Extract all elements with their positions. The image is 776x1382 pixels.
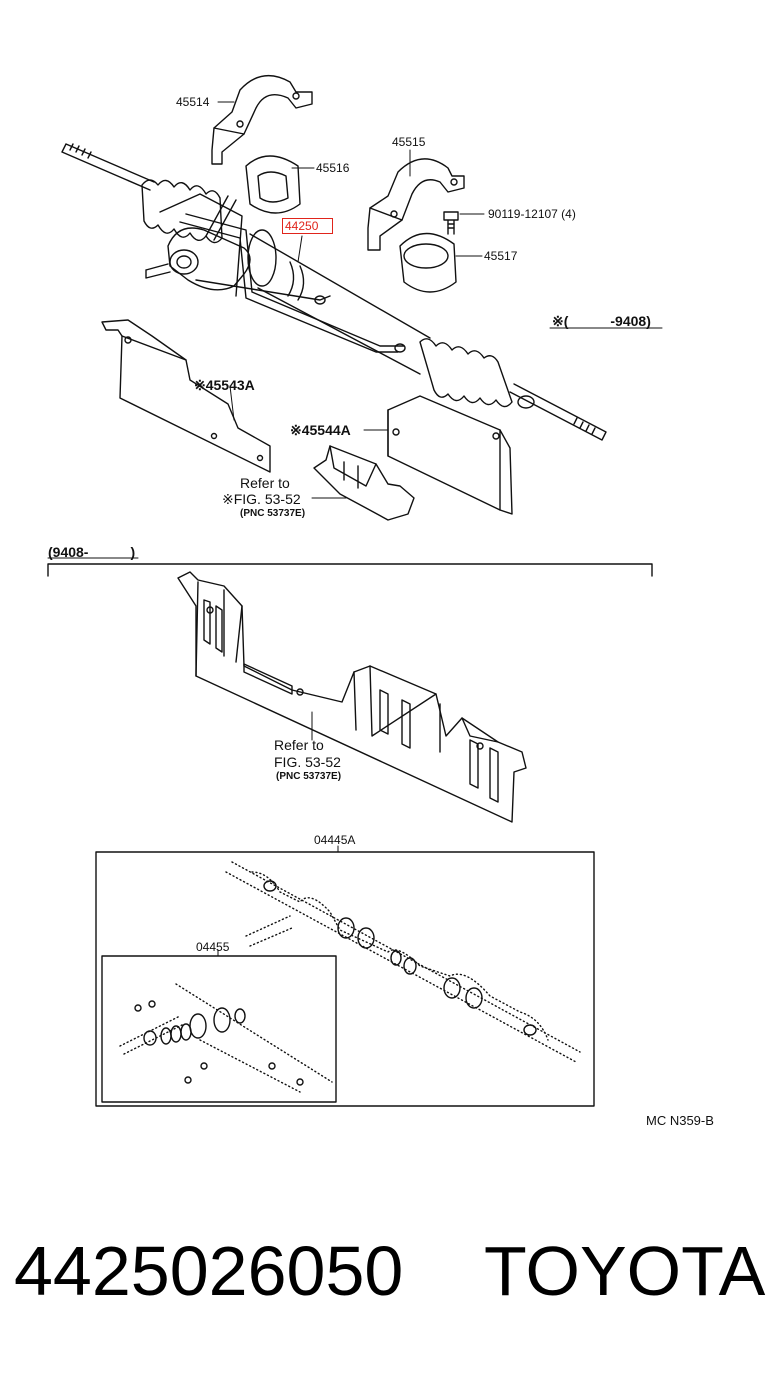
steering-rack-assembly xyxy=(61,143,607,441)
bracket-45515 xyxy=(367,158,465,251)
cover-45544a xyxy=(387,395,513,515)
callout-45544a: ※45544A xyxy=(290,422,351,438)
leader-lines xyxy=(47,101,663,957)
refer-note-2-line2: FIG. 53-52 xyxy=(274,754,341,770)
refer-note-2-line1: Refer to xyxy=(274,737,324,753)
kit-box-04455 xyxy=(101,955,337,1103)
range-bracket-line xyxy=(47,563,653,577)
bolt-90119 xyxy=(443,211,459,235)
callout-45516: 45516 xyxy=(316,161,350,175)
refer-note-1-line3: (PNC 53737E) xyxy=(240,508,306,519)
seal-rings-04455 xyxy=(134,1000,304,1086)
grommet-45516 xyxy=(245,155,301,214)
refer-note-1-line1: Refer to xyxy=(240,475,290,491)
refer-note-2-line3: (PNC 53737E) xyxy=(276,771,342,782)
callout-45515: 45515 xyxy=(392,135,426,149)
bracket-53737e-small xyxy=(313,445,415,521)
kit-box-04445a xyxy=(95,851,595,1107)
seal-rings-04445a xyxy=(263,880,537,1036)
grommet-45517 xyxy=(399,232,457,293)
callout-45517: 45517 xyxy=(484,249,518,263)
diagram-code: MC N359-B xyxy=(646,1113,714,1128)
callout-04445a: 04445A xyxy=(314,833,356,847)
cover-45543a xyxy=(101,319,271,473)
gasket-kit-04445a-outline xyxy=(225,861,581,1063)
refer-note-1-line2: ※FIG. 53-52 xyxy=(222,491,301,507)
range-note-old: ※( -9408) xyxy=(552,313,651,329)
brand-name: TOYOTA xyxy=(484,1232,766,1310)
callout-44250-highlight: 44250 xyxy=(282,218,334,234)
shield-53737e-long xyxy=(177,571,527,823)
callout-45514: 45514 xyxy=(176,95,210,109)
gasket-kit-04455-outline xyxy=(119,983,333,1093)
callout-45543a: ※45543A xyxy=(194,377,255,393)
callout-90119: 90119-12107 (4) xyxy=(488,207,576,221)
part-number: 4425026050 xyxy=(14,1232,404,1310)
bracket-45514 xyxy=(211,74,313,165)
callout-04455: 04455 xyxy=(196,940,230,954)
range-note-new: (9408- ) xyxy=(48,544,136,560)
